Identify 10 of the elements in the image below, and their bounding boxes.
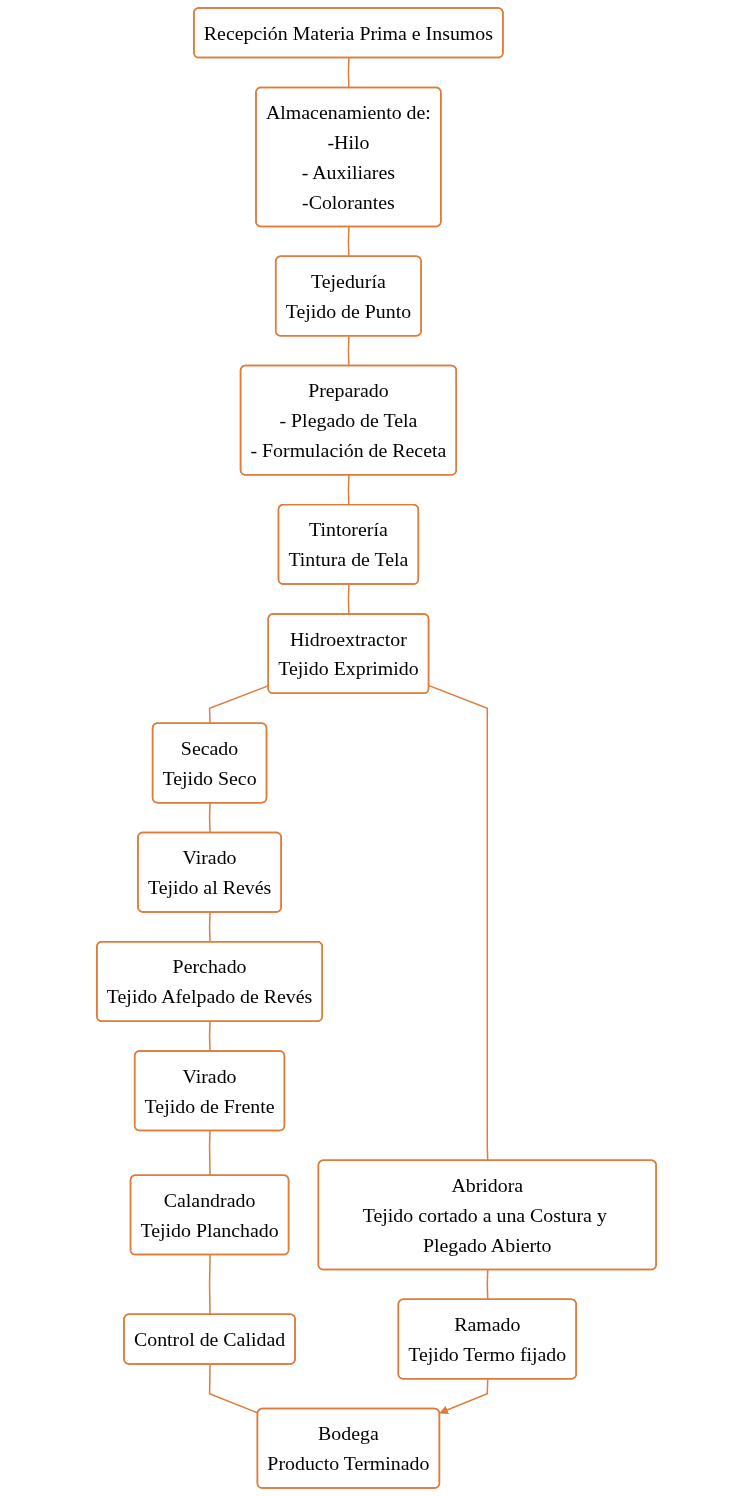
arrow — [438, 1378, 488, 1415]
connector — [208, 1254, 211, 1316]
connector — [347, 57, 350, 89]
connector — [208, 911, 211, 943]
connector — [347, 474, 350, 506]
connector — [486, 1269, 488, 1301]
connector — [208, 1130, 211, 1177]
connector — [347, 226, 350, 258]
connector — [347, 335, 350, 367]
connector — [208, 802, 211, 834]
